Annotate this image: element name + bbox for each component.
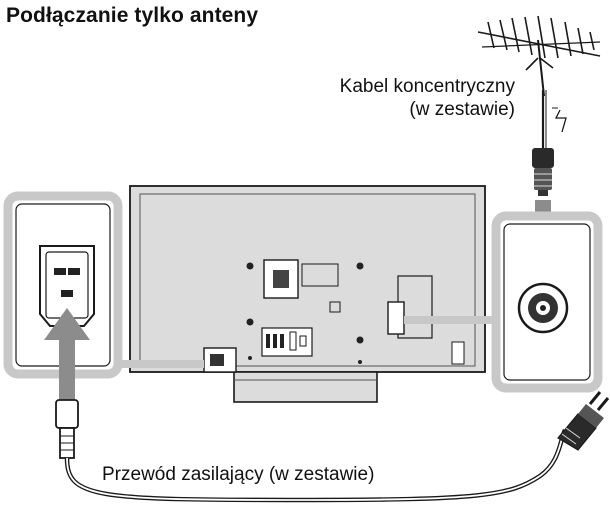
coax-plug-icon [532,148,554,196]
power-cord [55,399,568,503]
diagram-title: Podłączanie tylko anteny [6,4,259,27]
wall-plug-icon [557,391,610,451]
coaxial-cable [541,90,567,148]
antenna-icon [477,15,601,97]
power-arrow-icon [44,308,90,400]
power-cord-label: Przewód zasilający (w zestawie) [100,463,377,486]
tv-back-panel [129,185,486,403]
coax-cable-label-line1: Kabel koncentryczny [339,76,515,97]
coax-cable-label-line2: (w zestawie) [409,99,515,120]
antenna-socket-callout [491,211,603,393]
connection-guide-lines [112,316,496,368]
coax-cable-label: Kabel koncentryczny (w zestawie) [262,75,515,121]
